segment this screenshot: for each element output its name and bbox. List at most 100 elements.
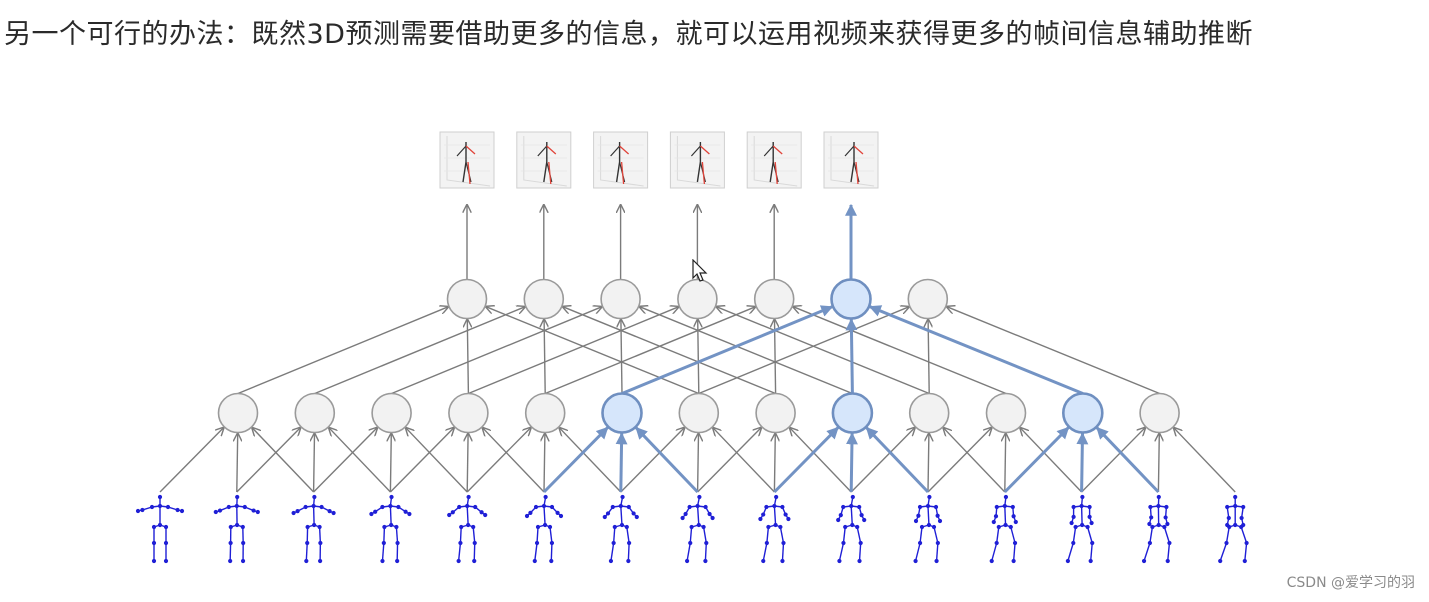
edge	[1174, 428, 1236, 493]
highlighted-edge	[621, 305, 834, 395]
hidden-node	[217, 392, 259, 434]
edge	[1020, 428, 1083, 493]
hidden-node	[985, 392, 1027, 434]
highlighted-edge	[635, 426, 699, 494]
hidden-node-highlighted	[1062, 392, 1104, 434]
hidden-node	[1139, 392, 1180, 434]
edge	[620, 428, 685, 493]
skeleton-2d	[1065, 494, 1095, 564]
edge	[943, 428, 1006, 493]
edge	[390, 434, 391, 493]
output-node-highlighted	[830, 278, 872, 320]
edge	[790, 428, 852, 493]
edge	[467, 320, 468, 394]
skeleton-2d	[680, 494, 715, 564]
edge	[698, 307, 909, 395]
skeleton-2d	[291, 494, 336, 564]
connection-edges	[159, 307, 1236, 493]
output-node	[446, 278, 488, 320]
edge	[793, 307, 1007, 395]
hidden-node	[678, 392, 720, 434]
edge	[252, 428, 315, 493]
highlighted-edge	[845, 318, 858, 394]
hidden-layer-nodes	[217, 392, 1180, 434]
skeleton-2d	[447, 494, 488, 564]
output-layer-nodes	[446, 278, 949, 320]
edge	[716, 307, 930, 395]
edge	[389, 428, 454, 493]
highlighted-edge	[615, 432, 628, 493]
edge	[237, 434, 238, 493]
edge	[406, 428, 468, 493]
skeleton-2d	[602, 494, 639, 564]
edge	[468, 307, 678, 395]
edge	[329, 428, 391, 493]
skeleton-2d	[213, 494, 260, 564]
slide-title: 另一个可行的办法：既然3D预测需要借助更多的信息，就可以运用视频来获得更多的帧间…	[4, 19, 1253, 50]
highlighted-edge	[1003, 426, 1070, 494]
hidden-node	[908, 392, 950, 434]
output-node	[907, 278, 949, 320]
pose-3d-box	[439, 131, 495, 189]
edge	[467, 434, 468, 493]
highlighted-edge	[845, 432, 858, 493]
mouse-cursor-icon	[692, 258, 708, 287]
highlighted-edge	[868, 305, 1084, 395]
edge	[159, 428, 224, 493]
edge	[544, 307, 755, 395]
edge	[544, 320, 545, 394]
edge	[486, 307, 700, 395]
output-node	[677, 278, 718, 320]
hidden-node	[371, 392, 412, 434]
highlighted-edge	[773, 426, 840, 494]
skeleton-2d	[135, 494, 185, 564]
hidden-node-highlighted	[831, 392, 874, 434]
edge	[236, 428, 301, 493]
hidden-node	[755, 392, 796, 434]
edge	[391, 307, 602, 395]
pose-3d-box	[516, 131, 572, 189]
edge	[544, 434, 545, 493]
edge	[698, 434, 699, 493]
edge	[314, 434, 315, 493]
highlighted-edge	[542, 426, 609, 494]
hidden-node	[294, 392, 336, 434]
highlighted-edge	[865, 426, 930, 494]
skeleton-2d	[989, 494, 1018, 564]
edge	[237, 307, 448, 395]
pose-3d-box	[746, 131, 802, 189]
pose-3d-box	[823, 131, 879, 189]
edge	[698, 320, 699, 394]
edge	[713, 428, 775, 493]
edge	[850, 428, 915, 493]
skeleton-2d	[836, 494, 867, 564]
edge	[621, 320, 622, 394]
hidden-node-highlighted	[601, 392, 643, 434]
skeleton-2d	[1141, 494, 1172, 564]
highlighted-connection-edges	[542, 305, 1160, 494]
edge	[774, 434, 775, 493]
skeleton-2d	[524, 494, 564, 564]
output-node	[600, 278, 641, 320]
skeleton-2d	[369, 494, 412, 564]
skeleton-2d	[913, 494, 943, 564]
output-node	[753, 278, 795, 320]
edge	[314, 307, 525, 395]
output-node	[523, 278, 565, 320]
edge	[559, 428, 622, 493]
edge	[697, 428, 762, 493]
edge	[1081, 428, 1146, 493]
edge	[640, 307, 853, 395]
hidden-node	[448, 392, 489, 434]
edge	[313, 428, 378, 493]
edge	[466, 428, 531, 493]
edge	[1005, 434, 1006, 493]
edge	[927, 428, 992, 493]
edge	[563, 307, 776, 395]
watermark: CSDN @爱学习的羽	[1286, 575, 1415, 591]
hidden-node	[524, 392, 566, 434]
highlighted-edge	[1076, 432, 1089, 493]
output-arrows	[467, 203, 857, 280]
skeleton-2d	[758, 494, 791, 564]
